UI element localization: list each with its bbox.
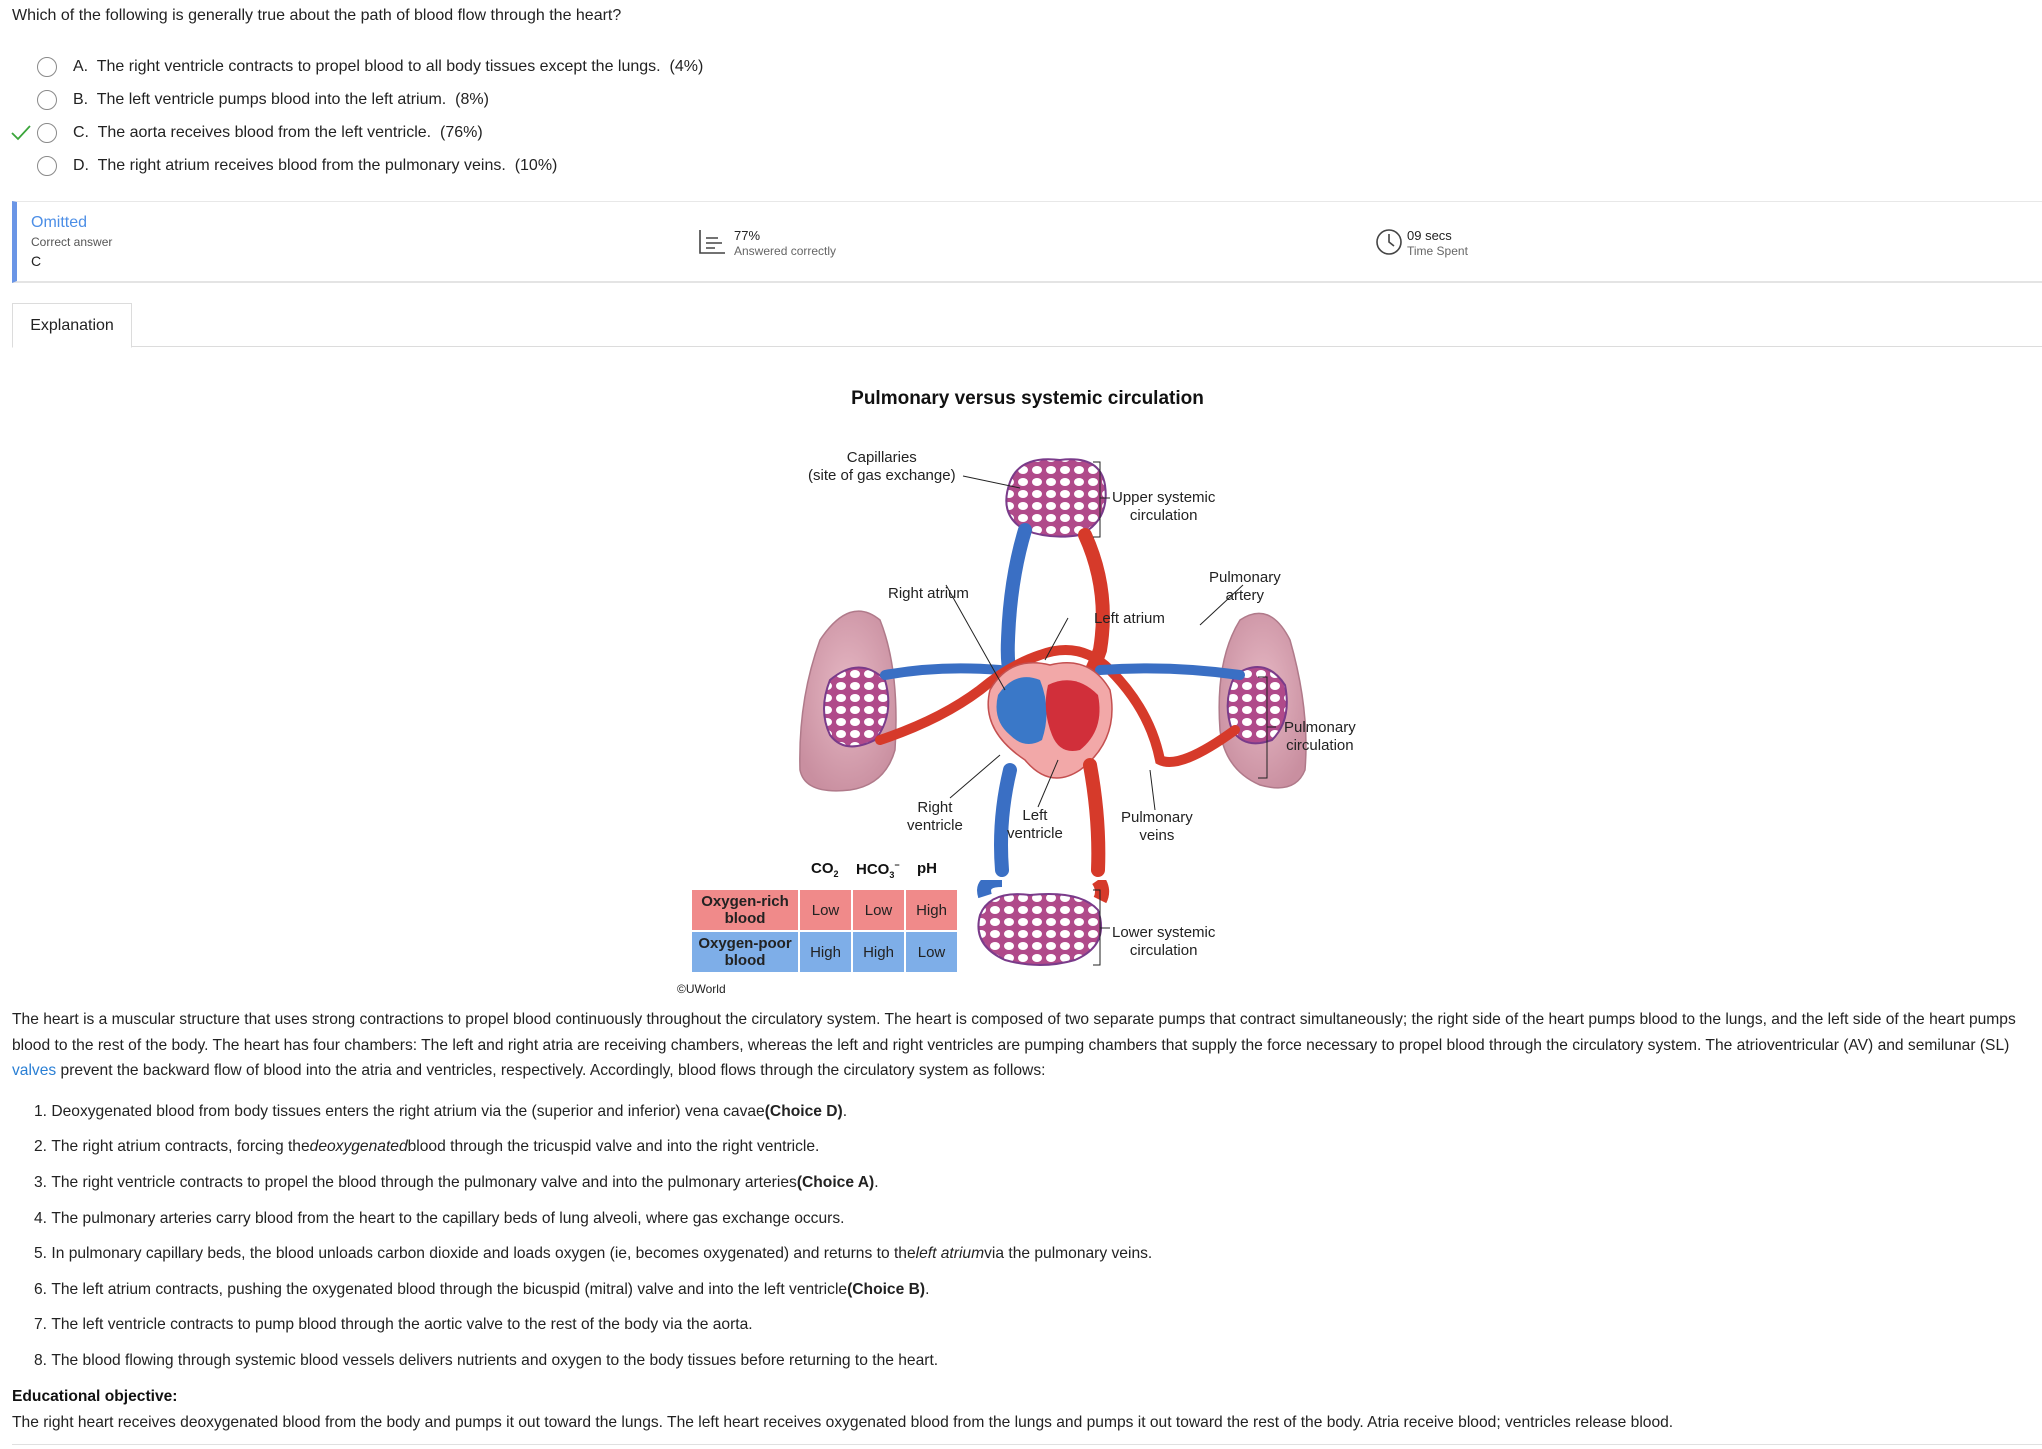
content-tabs: Explanation <box>12 303 2042 348</box>
explanation-paragraph: The heart is a muscular structure that u… <box>12 1011 2016 1079</box>
list-item: 8. The blood flowing through systemic bl… <box>34 1351 939 1369</box>
objective-heading: Educational objective: <box>12 1388 178 1405</box>
list-item: 3. The right ventricle contracts to prop… <box>34 1173 879 1191</box>
list-item: 4. The pulmonary arteries carry blood fr… <box>34 1209 845 1227</box>
cell-poor-ph: Low <box>906 932 957 972</box>
lower-capillary-bed <box>977 893 1103 966</box>
radio-button[interactable] <box>37 155 57 176</box>
radio-button[interactable] <box>37 89 57 110</box>
status-label: Omitted <box>31 214 88 231</box>
divider <box>12 1444 2042 1445</box>
question-stem: Which of the following is generally true… <box>12 7 622 24</box>
label-right-atrium: Right atrium <box>888 585 969 602</box>
copyright: ©UWorld <box>677 982 726 996</box>
right-heart <box>996 677 1047 744</box>
left-heart <box>1045 680 1100 751</box>
time-spent: 09 secs <box>1407 228 1452 243</box>
option-label: A. The right ventricle contracts to prop… <box>73 57 704 75</box>
cell-rich-co2: Low <box>800 890 851 930</box>
objective-text: The right heart receives deoxygenated bl… <box>12 1414 1674 1431</box>
header-ph: pH <box>917 860 937 877</box>
left-lung-capillaries <box>823 666 890 748</box>
list-item: 6. The left atrium contracts, pushing th… <box>34 1280 930 1298</box>
lower-capillary-illustration <box>977 880 1110 966</box>
check-icon <box>11 124 31 140</box>
cell-poor-hco3: High <box>853 932 904 972</box>
blood-flow-steps: 1. Deoxygenated blood from body tissues … <box>34 1094 1934 1379</box>
radio-button[interactable] <box>37 56 57 77</box>
figure-title: Pulmonary versus systemic circulation <box>851 388 1204 409</box>
list-item: 7. The left ventricle contracts to pump … <box>34 1316 753 1334</box>
circulation-diagram: Capillaries(site of gas exchange) Upper … <box>680 440 1380 1000</box>
correct-answer-value: C <box>31 253 42 269</box>
option-label: D. The right atrium receives blood from … <box>73 156 558 174</box>
time-spent-label: Time Spent <box>1407 244 1468 258</box>
clock-icon <box>1376 229 1402 255</box>
cell-rich-hco3: Low <box>853 890 904 930</box>
result-stats-bar: Omitted Correct answer C 77% Answered co… <box>12 201 2042 283</box>
list-item: 1. Deoxygenated blood from body tissues … <box>34 1102 848 1120</box>
radio-button[interactable] <box>37 122 57 143</box>
cell-poor-co2: High <box>800 932 851 972</box>
label-capillaries: Capillaries(site of gas exchange) <box>808 449 956 484</box>
option-label: C. The aorta receives blood from the lef… <box>73 123 483 141</box>
percent-correct: 77% <box>734 228 761 243</box>
circulation-illustration <box>799 458 1307 877</box>
label-left-atrium: Left atrium <box>1094 610 1165 627</box>
right-lung-capillaries <box>1226 666 1288 745</box>
percent-correct-label: Answered correctly <box>734 244 837 258</box>
correct-answer-label: Correct answer <box>31 235 113 249</box>
bar-chart-icon <box>699 230 725 254</box>
list-item: 2. The right atrium contracts, forcing t… <box>34 1138 820 1156</box>
option-label: B. The left ventricle pumps blood into t… <box>73 90 489 108</box>
valves-link[interactable]: valves <box>12 1062 57 1079</box>
cell-rich-ph: High <box>906 890 957 930</box>
tab-explanation[interactable]: Explanation <box>12 303 132 348</box>
header-hco3: HCO3− <box>856 860 900 880</box>
header-co2: CO2 <box>811 860 839 879</box>
list-item: 5. In pulmonary capillary beds, the bloo… <box>34 1245 1153 1263</box>
